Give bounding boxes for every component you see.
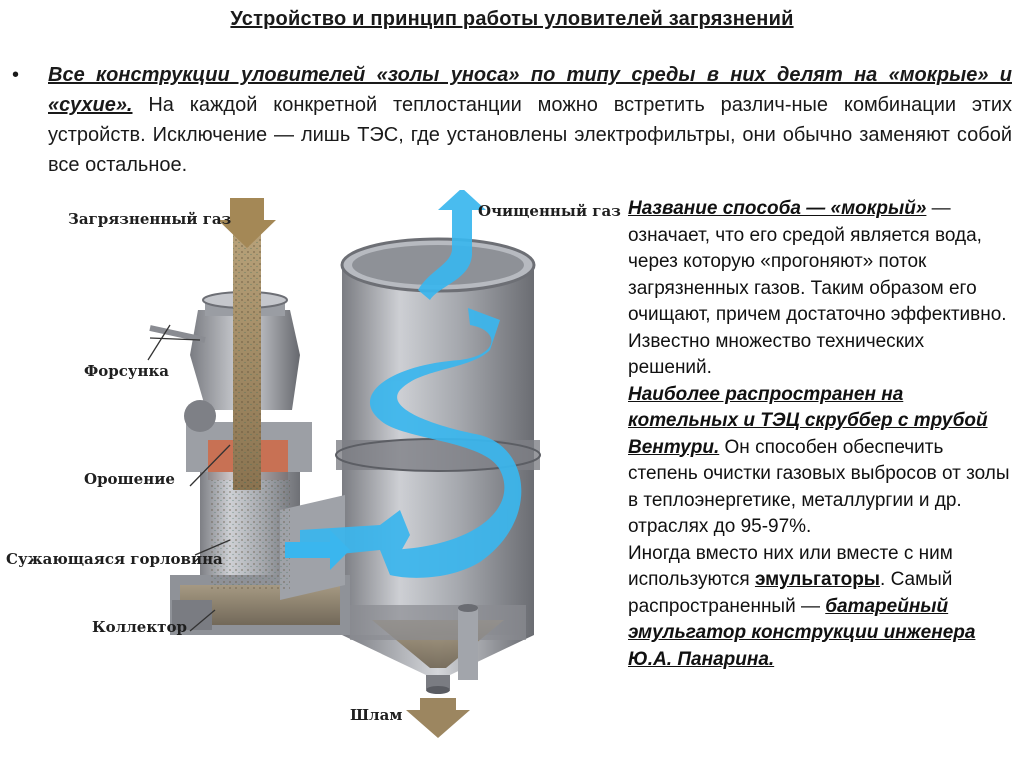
intro-paragraph: Все конструкции уловителей «золы уноса» … bbox=[48, 60, 1012, 180]
label-clean-gas: Очищенный газ bbox=[478, 202, 621, 220]
battery-emulsifier-title: батарейный эмульгатор конструкции инжене… bbox=[628, 595, 976, 670]
scrubber-illustration bbox=[147, 190, 541, 738]
intro-bullet: • Все конструкции уловителей «золы уноса… bbox=[12, 60, 1012, 180]
intro-body: На каждой конкретной теплостанции можно … bbox=[48, 94, 1012, 176]
label-collector: Коллектор bbox=[92, 618, 187, 636]
emulsifier-term: эмульгаторы bbox=[754, 569, 881, 590]
label-sludge: Шлам bbox=[350, 706, 403, 724]
label-throat: Сужающаяся горловина bbox=[6, 550, 223, 568]
intro-lead: Все конструкции уловителей «золы уноса» … bbox=[48, 64, 1012, 116]
label-irrigation: Орошение bbox=[84, 470, 175, 488]
dirty-gas-arrow bbox=[218, 198, 276, 248]
bullet-dot-icon: • bbox=[12, 64, 20, 86]
venturi-title: Наиболее распространен на котельных и ТЭ… bbox=[628, 383, 988, 458]
method-title: Название способа — «мокрый» bbox=[628, 198, 927, 219]
page-title: Устройство и принцип работы уловителей з… bbox=[230, 8, 794, 30]
method-description: — означает, что его средой является вода… bbox=[628, 198, 1007, 378]
venturi-scrubber-diagram: Загрязненный газ Очищенный газ Форсунка … bbox=[0, 190, 621, 767]
inlet-flow-arrow bbox=[285, 530, 350, 570]
venturi-description: Он способен обеспечить степень очистки г… bbox=[628, 436, 1010, 538]
emulsifier-intro: Иногда вместо них или вместе с ним испол… bbox=[628, 542, 953, 591]
emulsifier-continued: . Самый распространенный — bbox=[628, 569, 953, 617]
sludge-arrow bbox=[406, 698, 470, 738]
label-nozzle: Форсунка bbox=[84, 362, 169, 380]
label-dirty-gas: Загрязненный газ bbox=[68, 210, 232, 228]
description-text: Название способа — «мокрый» — означает, … bbox=[628, 196, 1012, 673]
